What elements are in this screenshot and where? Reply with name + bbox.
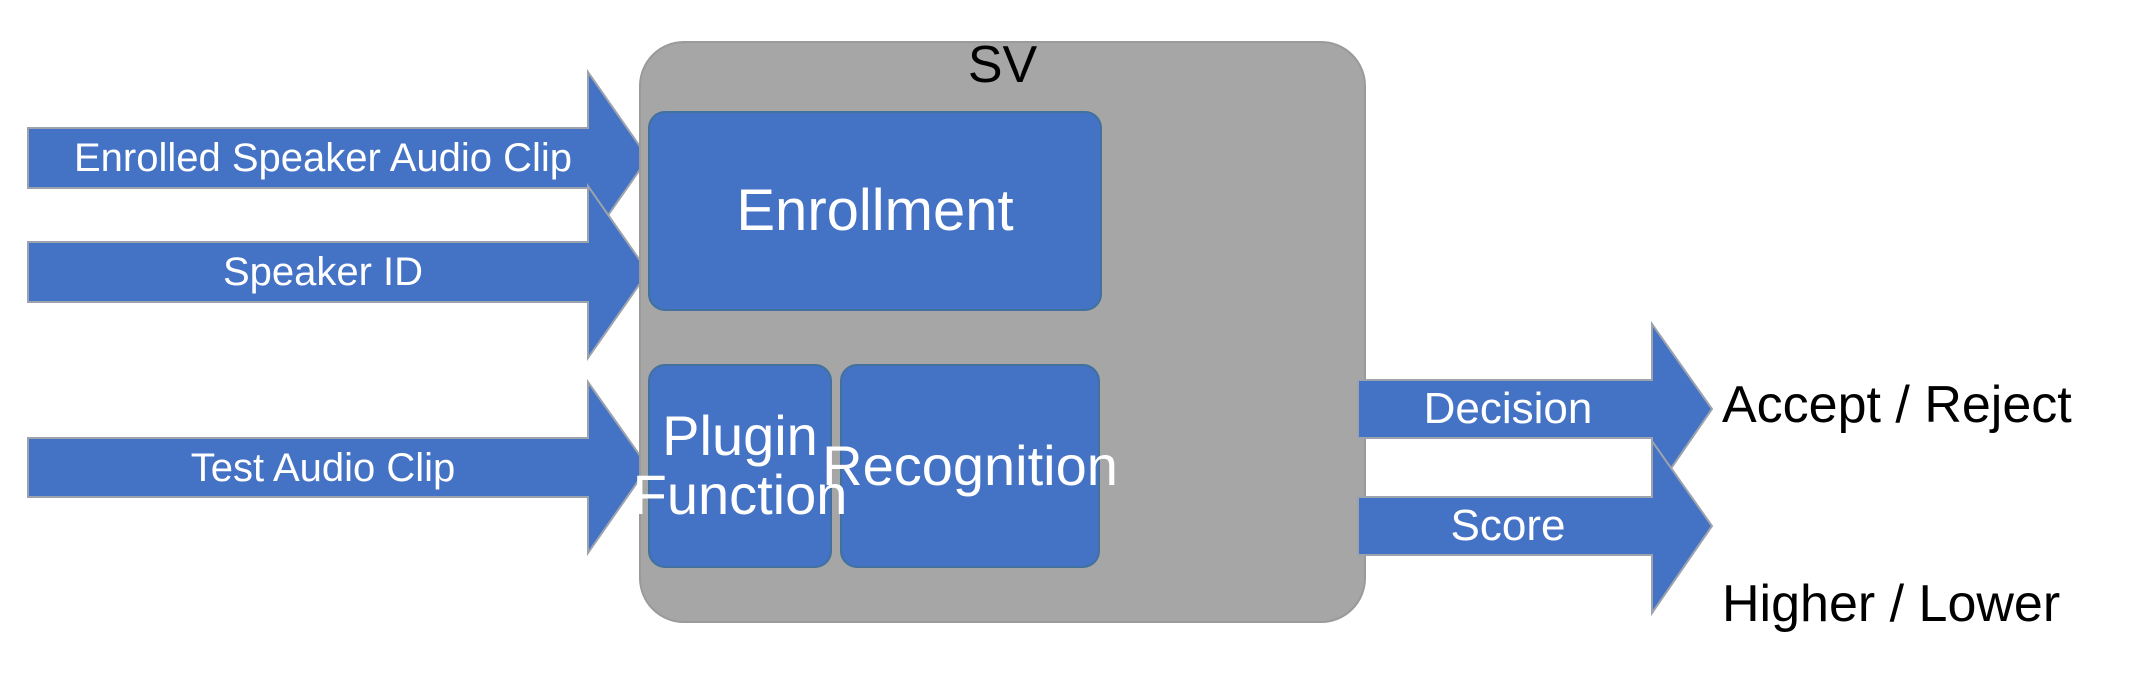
decision-arrow-shape bbox=[1357, 320, 1714, 500]
recognition-block-shape bbox=[840, 364, 1100, 568]
plugin-function-block-shape bbox=[648, 364, 832, 568]
speaker-id-arrow-shape bbox=[27, 182, 650, 362]
score-arrow-shape bbox=[1357, 437, 1714, 617]
enrollment-block-shape bbox=[648, 111, 1102, 311]
enrolled-speaker-audio-clip-arrow-shape bbox=[27, 68, 650, 248]
test-audio-clip-arrow-shape bbox=[27, 378, 650, 557]
